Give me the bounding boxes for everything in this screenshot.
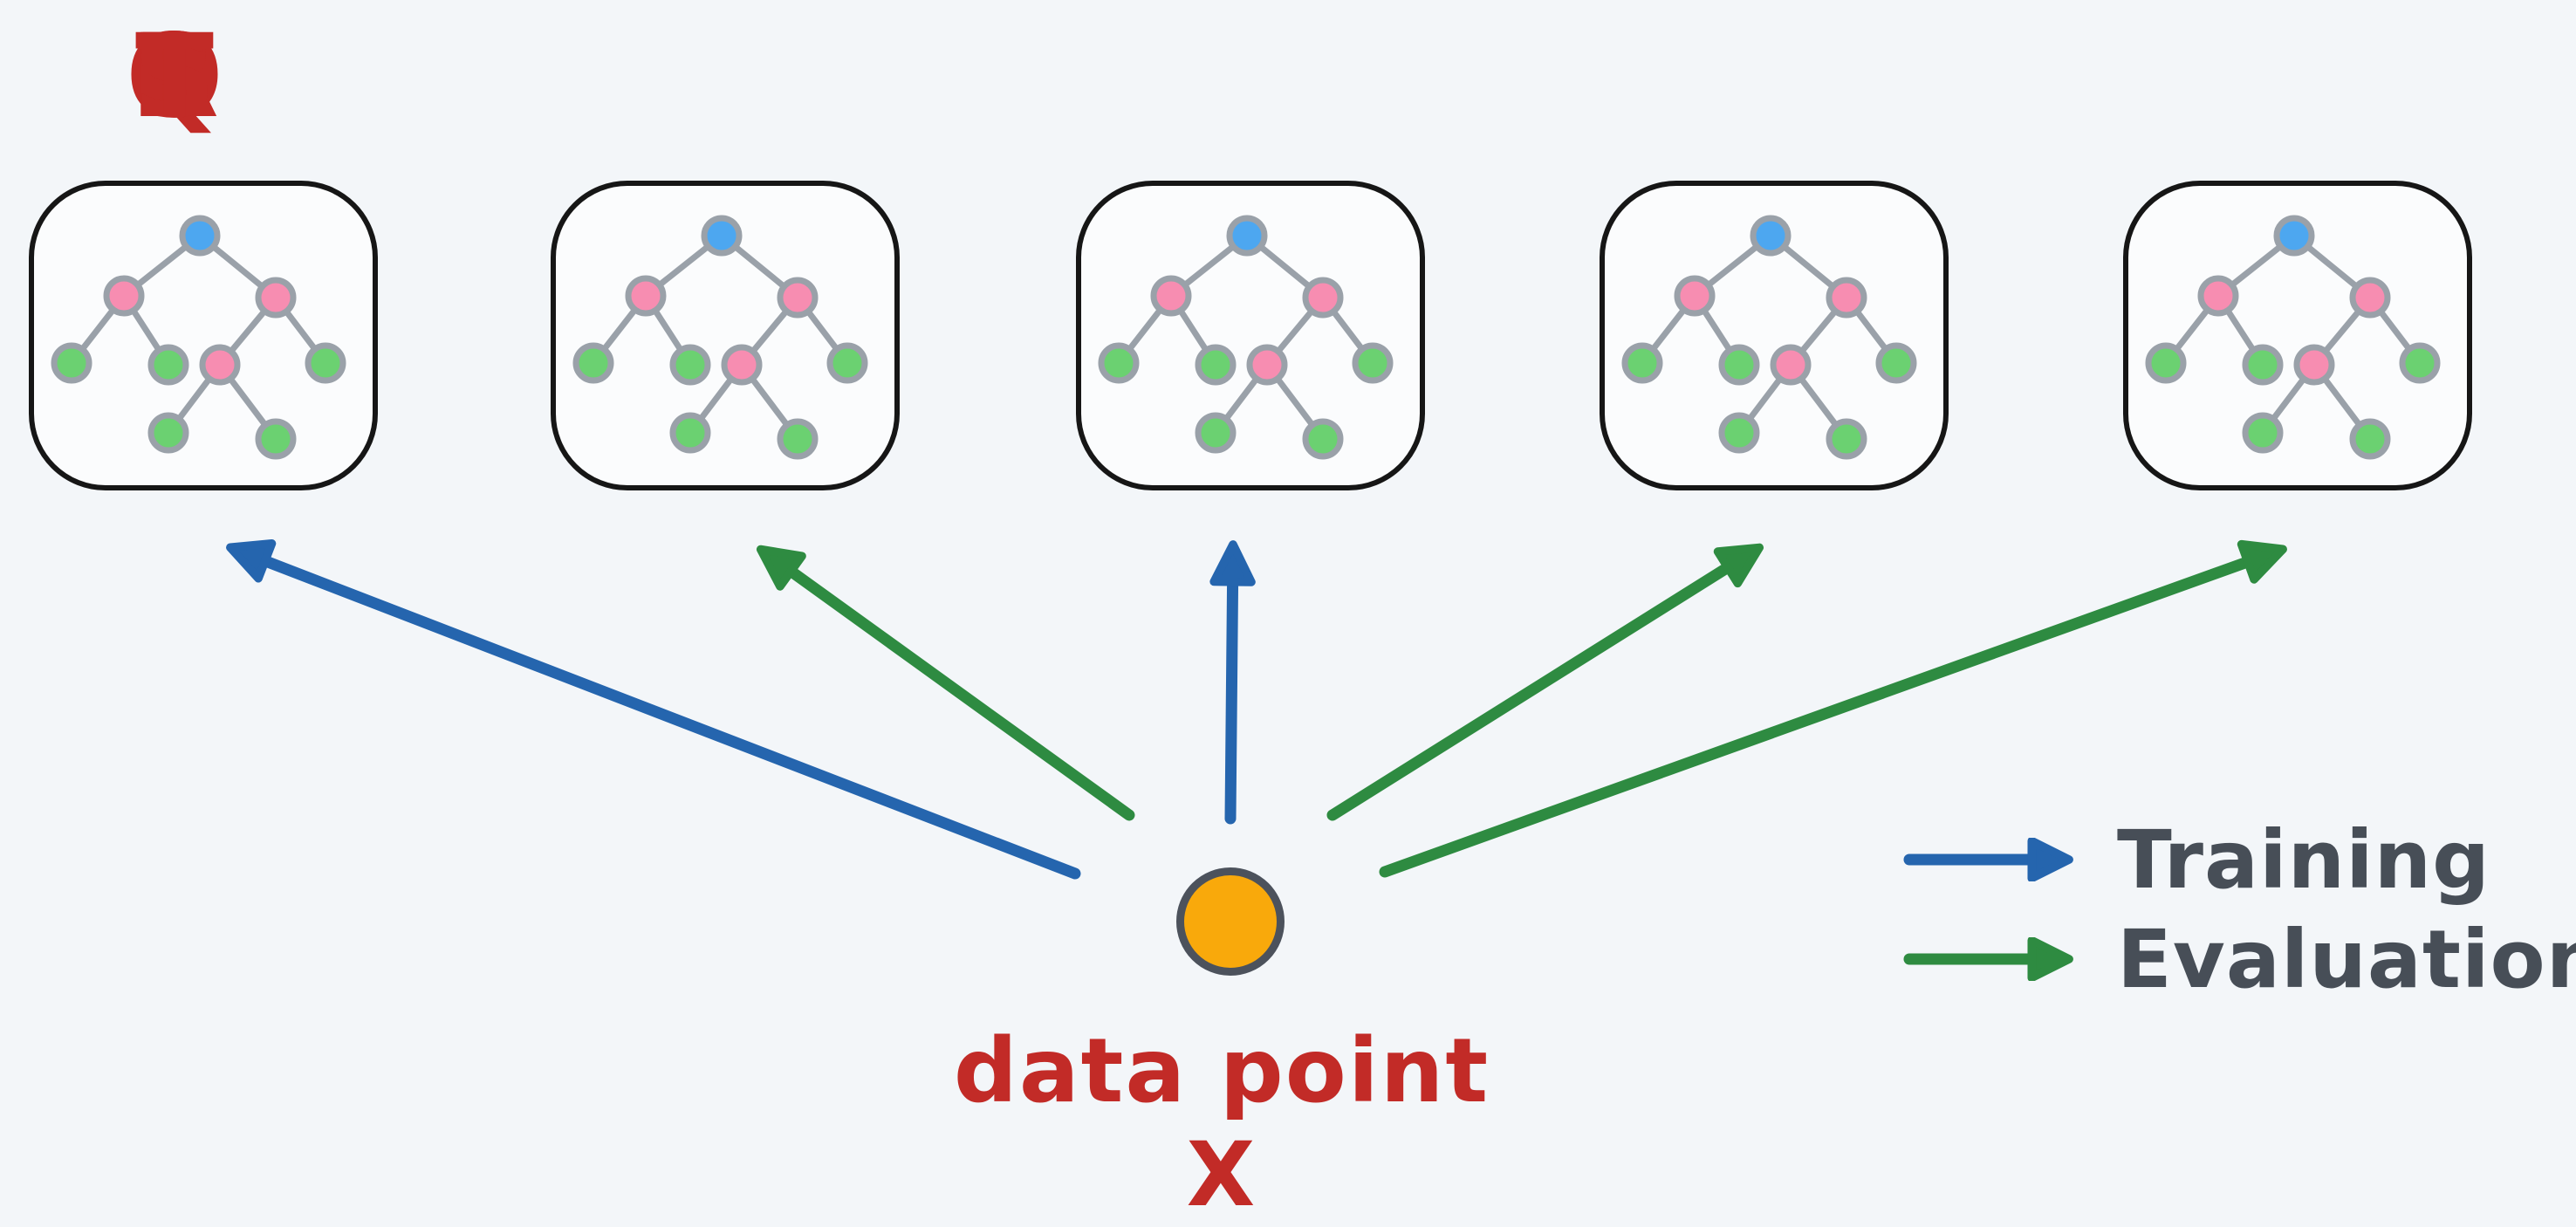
leaf-node: [147, 412, 189, 454]
legend: Training Evaluation: [1902, 807, 2576, 1011]
root-node: [179, 215, 221, 257]
tree-panel-P: [29, 181, 378, 490]
decision-tree-P: [51, 215, 346, 460]
panel-label-P: P: [132, 10, 217, 144]
leaf-node: [51, 342, 92, 384]
leaf-node: [2242, 412, 2284, 454]
internal-node: [721, 344, 763, 386]
internal-node: [199, 344, 241, 386]
leaf-node: [1302, 418, 1344, 460]
leaf-node: [572, 342, 614, 384]
internal-node: [2197, 275, 2239, 317]
leaf-node: [1826, 418, 1867, 460]
decision-tree-S: [1621, 215, 1917, 460]
leaf-node: [1195, 344, 1237, 386]
internal-node: [1302, 277, 1344, 319]
leaf-node: [255, 418, 297, 460]
legend-row-evaluation: Evaluation: [1902, 907, 2576, 1011]
leaf-node: [826, 342, 868, 384]
tree-panel-R: [1076, 181, 1425, 490]
tree-panel-T: [2123, 181, 2472, 490]
panel-label-R: R: [130, 10, 219, 144]
leaf-node: [669, 412, 711, 454]
internal-node: [103, 275, 145, 317]
internal-node: [1826, 277, 1867, 319]
evaluation-arrow-to-S: [1326, 543, 1764, 821]
leaf-node: [777, 418, 819, 460]
leaf-node: [1195, 412, 1237, 454]
leaf-node: [2349, 418, 2391, 460]
leaf-node: [147, 344, 189, 386]
leaf-node: [1098, 342, 1140, 384]
leaf-node: [1875, 342, 1917, 384]
leaf-node: [1718, 412, 1760, 454]
internal-node: [1770, 344, 1812, 386]
decision-tree-Q: [572, 215, 868, 460]
training-arrow-to-P: [226, 538, 1081, 880]
legend-row-training: Training: [1902, 807, 2566, 912]
leaf-node: [1718, 344, 1760, 386]
panel-label-T: T: [134, 10, 215, 144]
internal-node: [2293, 344, 2335, 386]
internal-node: [1246, 344, 1288, 386]
root-node: [701, 215, 743, 257]
panel-label-S: S: [133, 10, 216, 144]
leaf-node: [1621, 342, 1663, 384]
internal-node: [2349, 277, 2391, 319]
root-node: [1226, 215, 1268, 257]
evaluation-arrow-icon: [1903, 937, 2073, 981]
leaf-node: [2399, 342, 2441, 384]
data-point-label: data point X: [953, 1019, 1490, 1227]
internal-node: [625, 275, 667, 317]
internal-node: [777, 277, 819, 319]
training-arrow-to-R: [1209, 540, 1256, 825]
internal-node: [1150, 275, 1192, 317]
leaf-node: [2145, 342, 2187, 384]
root-node: [1750, 215, 1792, 257]
legend-label-training: Training: [2117, 812, 2491, 907]
leaf-node: [1352, 342, 1394, 384]
root-node: [2273, 215, 2315, 257]
evaluation-arrow-to-Q: [756, 545, 1135, 821]
legend-label-evaluation: Evaluation: [2117, 912, 2576, 1006]
decision-tree-R: [1098, 215, 1394, 460]
leaf-node: [2242, 344, 2284, 386]
internal-node: [255, 277, 297, 319]
tree-panel-Q: [551, 181, 900, 490]
leaf-node: [669, 344, 711, 386]
internal-node: [1674, 275, 1716, 317]
training-arrow-icon: [1903, 838, 2073, 881]
tree-panel-S: [1600, 181, 1949, 490]
leaf-node: [305, 342, 346, 384]
ensemble-diagram: P Q R S T data point X Training Evaluati…: [29, 10, 2576, 1227]
panel-label-Q: Q: [125, 10, 224, 144]
data-point-circle: [1176, 867, 1285, 976]
decision-tree-T: [2145, 215, 2441, 460]
